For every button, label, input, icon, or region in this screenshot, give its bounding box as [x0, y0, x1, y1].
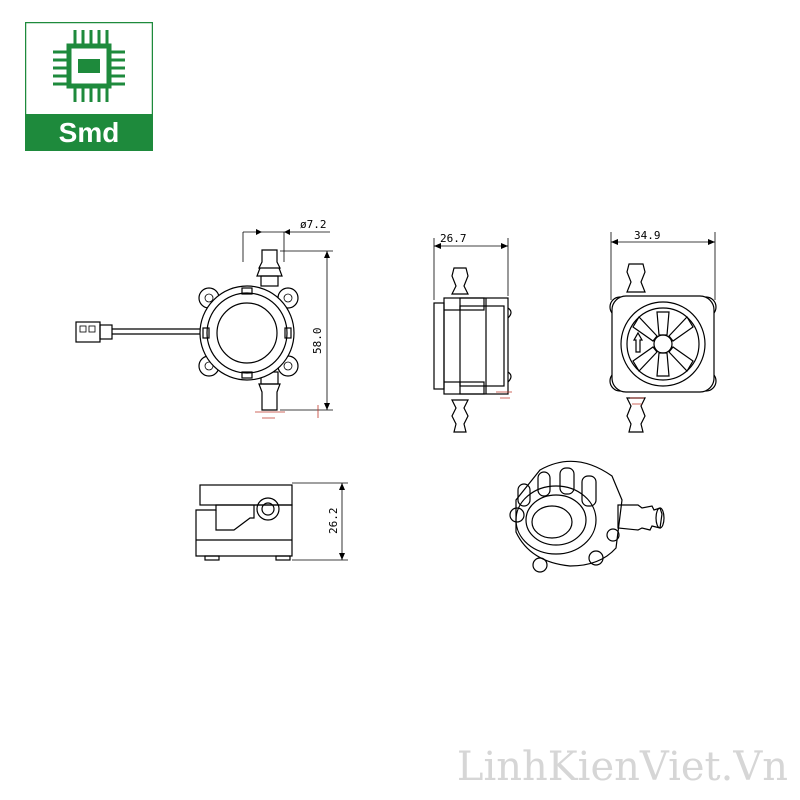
- front-view: ø7.2 58.0: [75, 218, 333, 419]
- side-view: 26.7: [433, 232, 512, 433]
- logo-text: Smd: [59, 117, 120, 148]
- dim-width-back: 34.9: [634, 229, 661, 242]
- isometric-view: [509, 460, 665, 573]
- smd-logo: Smd: [25, 22, 153, 151]
- dim-pipe-diameter: ø7.2: [300, 218, 327, 231]
- watermark-text: LinhKienViet.Vn: [456, 744, 788, 790]
- dim-height-front: 58.0: [311, 328, 324, 355]
- bottom-view: 26.2: [195, 482, 348, 561]
- dim-width-side: 26.7: [440, 232, 467, 245]
- dim-height-bottom: 26.2: [327, 508, 340, 535]
- back-view: 34.9: [609, 229, 717, 433]
